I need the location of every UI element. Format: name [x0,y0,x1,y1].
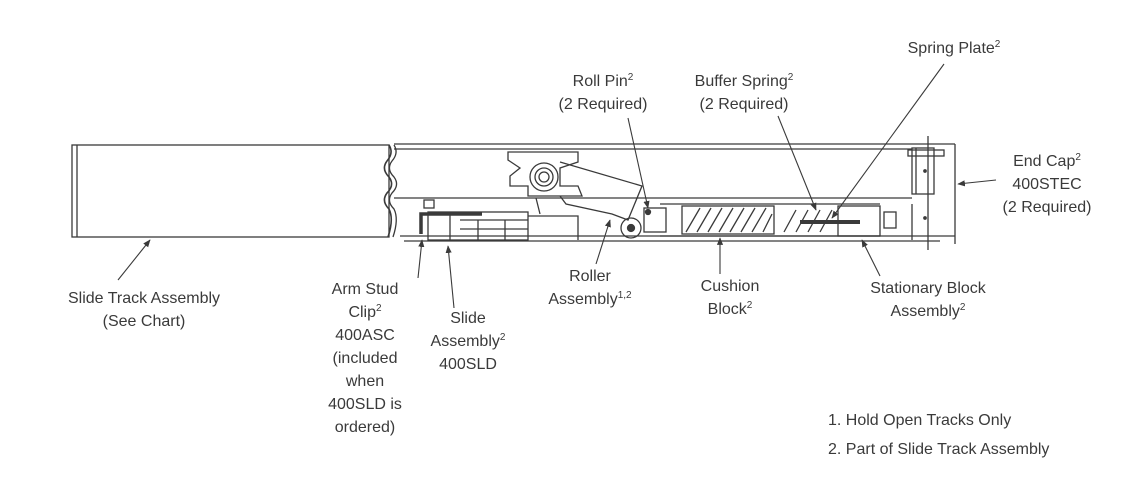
label-text: Clip [348,304,376,321]
footnote-marker: 2 [627,72,634,83]
leader-buffer-spring [777,115,817,211]
label-text: when [345,373,385,390]
label-end-cap: End Cap2 400STEC (2 Required) [992,150,1102,219]
leader-spring-plate [831,63,945,219]
roll-pin-part [643,207,667,233]
label-slide-track-assembly: Slide Track Assembly (See Chart) [56,287,232,333]
label-text: Assembly [430,333,500,350]
label-text: (2 Required) [1002,199,1092,216]
label-text: 400ASC [335,327,395,344]
footnote-marker: 2 [994,39,1001,50]
footnote-marker: 2 [376,303,382,314]
leader-slide-assembly [445,245,455,309]
roller-arm-part [507,151,643,221]
label-text: Stationary Block [870,280,986,297]
label-roll-pin: Roll Pin2 (2 Required) [548,70,658,116]
label-slide-assembly: Slide Assembly2 400SLD [422,307,514,376]
cushion-block-part [681,205,775,235]
slide-assembly-part [423,199,579,241]
label-text: Slide [450,310,486,327]
end-cap-part [907,136,945,250]
label-text: (included [332,350,398,367]
label-text: Cushion [700,278,760,295]
leader-end-cap [957,179,997,187]
label-text: Roller [569,268,611,285]
label-stationary-block-assembly: Stationary Block Assembly2 [856,277,1000,323]
leader-stationary-block [861,239,881,277]
label-text: Assembly [548,291,618,308]
label-text: Spring Plate [907,40,995,57]
label-text: End Cap [1013,153,1076,170]
leader-lines [117,63,997,309]
footnote-marker: 2 [746,300,753,311]
footnote-marker: 2 [959,302,966,313]
label-text: Block [707,301,747,318]
stationary-block-part [837,205,897,237]
label-text: 400STEC [1012,176,1082,193]
label-text: Assembly [890,303,960,320]
label-buffer-spring: Buffer Spring2 (2 Required) [682,70,806,116]
leader-roll-pin [627,117,650,209]
label-text: Roll Pin [572,73,628,90]
arm-stud-clip-part [419,212,482,234]
label-text: 400SLD [439,356,497,373]
label-text: (See Chart) [102,313,186,330]
label-text: 400SLD is [328,396,402,413]
label-text: Arm Stud [331,281,399,298]
leader-slide-track [117,239,151,281]
right-track-section [388,143,956,244]
label-text: Buffer Spring [694,73,788,90]
leader-roller-assembly [595,219,611,265]
roller-part [620,217,642,239]
footnote-1: 1. Hold Open Tracks Only [828,412,1012,429]
footnote-marker: 2 [787,72,794,83]
label-roller-assembly: Roller Assembly1,2 [540,265,640,311]
label-text: ordered) [334,419,396,436]
label-spring-plate: Spring Plate2 [898,37,1010,60]
label-arm-stud-clip: Arm Stud Clip2 400ASC (included when 400… [318,278,412,439]
footnotes: 1. Hold Open Tracks Only 2. Part of Slid… [828,406,1049,464]
leader-arm-stud-clip [417,239,425,279]
label-text: Slide Track Assembly [67,290,221,307]
footnote-marker: 2 [499,332,506,343]
label-cushion-block: Cushion Block2 [688,275,772,321]
footnote-marker: 2 [1075,152,1081,163]
label-text: (2 Required) [699,96,789,113]
label-text: (2 Required) [558,96,648,113]
footnote-2: 2. Part of Slide Track Assembly [828,441,1050,458]
left-track-section [71,144,393,238]
footnote-marker: 1,2 [617,290,632,301]
